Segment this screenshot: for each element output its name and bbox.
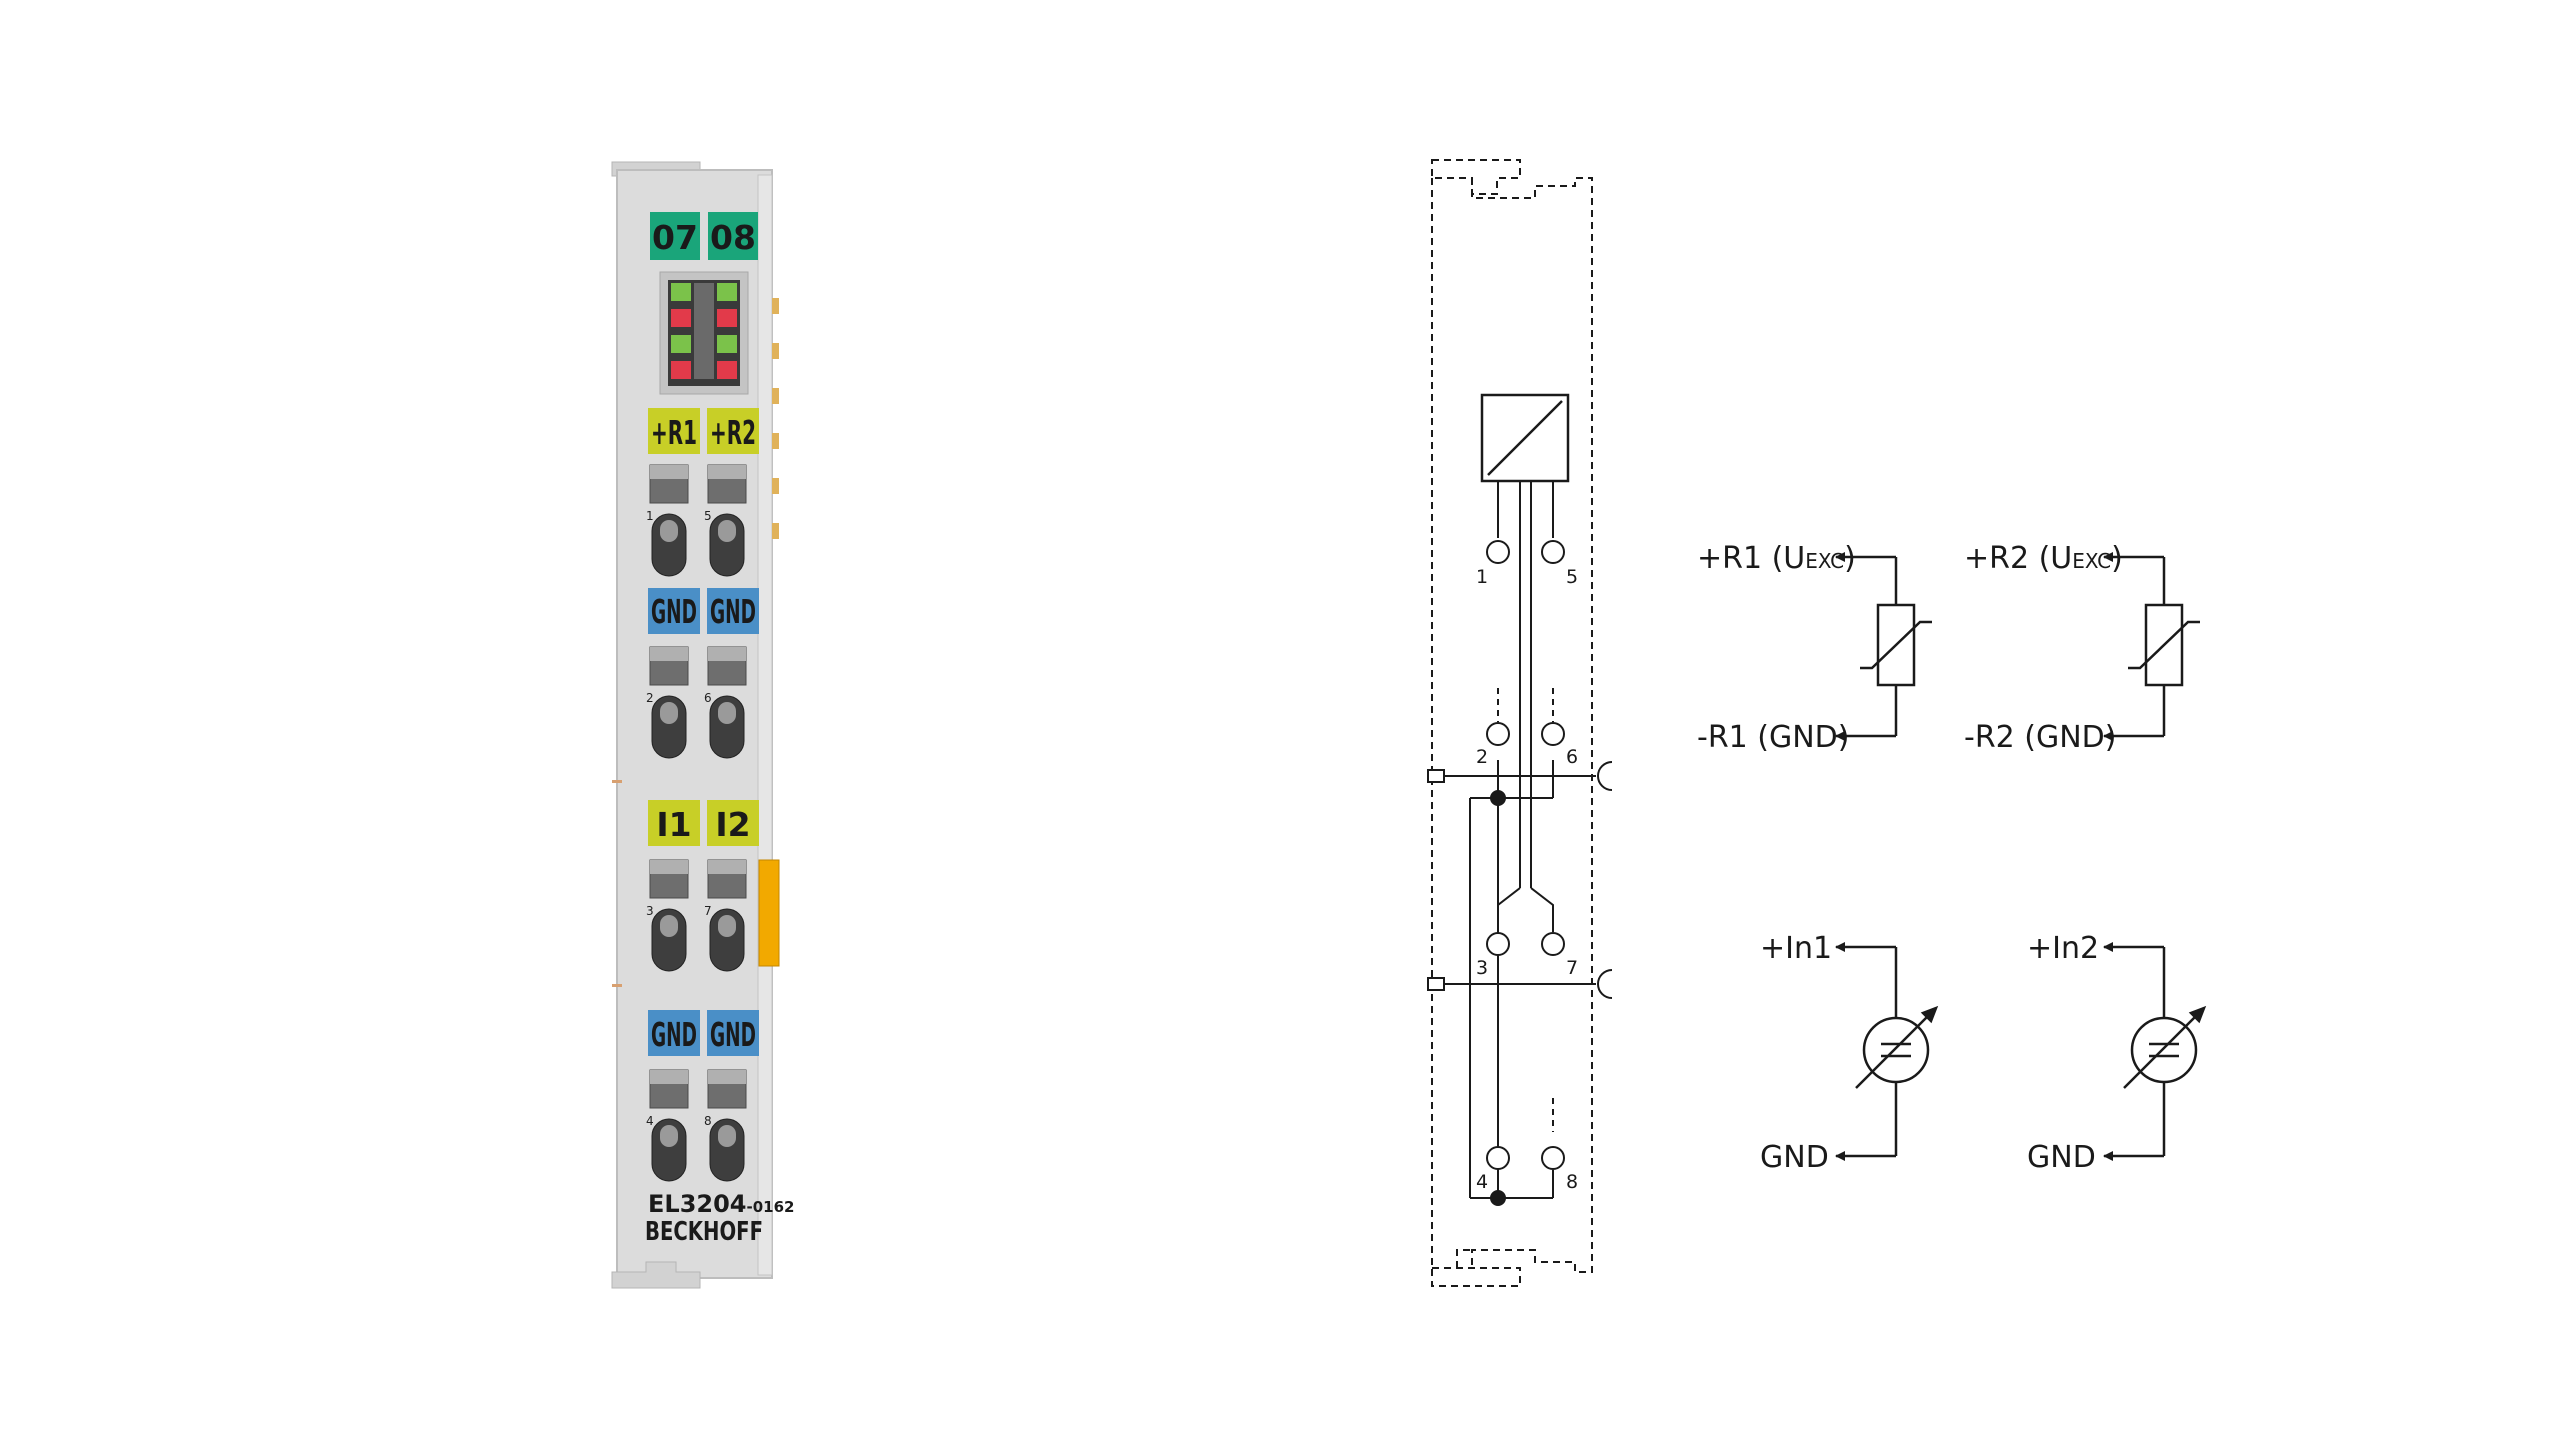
housing-tick-lower: [612, 984, 622, 987]
schematic-pin-numbers: 1 5 2 6 3 7 4 8: [1476, 566, 1578, 1193]
junction-dot-lower: [1490, 1190, 1506, 1206]
bottom-rail-clip: [611, 1261, 701, 1289]
current-source-symbol-2: [2103, 942, 2207, 1161]
schematic-terminal-5: [1541, 540, 1565, 564]
label-plus-r2: +R2: [710, 413, 756, 452]
terminal-pin-3: 3: [646, 904, 654, 918]
status-label-08: 08: [710, 218, 756, 257]
connection-legend: +R1 (UEXC) -R1 (GND) +R2 (UEXC) -R2 (GND…: [1697, 541, 2207, 1175]
led-green-2: [671, 335, 691, 353]
label-plus-r1: +R1: [651, 413, 697, 452]
pin-number-8: 8: [1566, 1171, 1578, 1193]
led-red-1: [671, 309, 691, 327]
status-label-row: 07 08: [650, 212, 758, 260]
label-gnd-6: GND: [710, 592, 756, 631]
pin-number-2: 2: [1476, 746, 1488, 768]
terminal-pin-6: 6: [704, 691, 712, 705]
led-red-5: [717, 309, 737, 327]
schematic-terminal-6: [1541, 722, 1565, 746]
side-contacts: [772, 298, 779, 539]
pin-number-5: 5: [1566, 566, 1578, 588]
terminal-pin-1: 1: [646, 509, 654, 523]
contact-row-2: 2 6: [646, 646, 747, 759]
contact-row-3: 3 7: [646, 859, 747, 972]
terminal-pin-8: 8: [704, 1114, 712, 1128]
housing-tick-upper: [612, 780, 622, 783]
led-green-6: [717, 335, 737, 353]
legend-minus-r1: -R1 (GND): [1697, 720, 1850, 755]
contact-row-4: 4 8: [646, 1069, 747, 1182]
status-label-07: 07: [652, 218, 698, 257]
legend-plus-r1: +R1 (UEXC): [1697, 541, 1856, 576]
terminal-pin-5: 5: [704, 509, 712, 523]
rtd-symbol-1: [1835, 552, 1932, 741]
legend-plus-in1: +In1: [1760, 931, 1832, 966]
contact-row-1: 1 5: [646, 464, 747, 577]
brand-logo: BECKHOFF: [645, 1217, 763, 1247]
terminal-pin-2: 2: [646, 691, 654, 705]
legend-minus-r2: -R2 (GND): [1964, 720, 2117, 755]
pin-number-6: 6: [1566, 746, 1578, 768]
led-block: [659, 271, 749, 395]
wiring-schematic: [1427, 159, 1613, 1287]
legend-plus-in2: +In2: [2027, 931, 2099, 966]
rtd-symbol-2: [2103, 552, 2200, 741]
pin-number-1: 1: [1476, 566, 1488, 588]
release-lever: [758, 859, 780, 967]
model-number: EL3204-0162: [648, 1190, 794, 1218]
schematic-terminal-7: [1541, 932, 1565, 956]
legend-gnd-in2: GND: [2027, 1140, 2096, 1175]
pin-number-4: 4: [1476, 1171, 1488, 1193]
label-gnd-8: GND: [710, 1015, 756, 1054]
terminal-pin-4: 4: [646, 1114, 654, 1128]
schematic-terminal-1: [1486, 540, 1510, 564]
label-i1: I1: [656, 805, 691, 844]
schematic-terminal-4: [1486, 1146, 1510, 1170]
terminal-outline: [1431, 159, 1593, 1287]
legend-plus-r2: +R2 (UEXC): [1964, 541, 2123, 576]
label-gnd-2: GND: [651, 592, 697, 631]
led-red-6: [717, 361, 737, 379]
isolator-box: [1480, 393, 1570, 483]
schematic-terminal-2: [1486, 722, 1510, 746]
terminal-side-strip: [757, 174, 773, 1276]
terminal-illustration: 07 08 +R1 +R2 GND GND I1: [611, 161, 794, 1289]
led-red-2: [671, 361, 691, 379]
led-green-5: [717, 283, 737, 301]
schematic-terminal-8: [1541, 1146, 1565, 1170]
label-gnd-4: GND: [651, 1015, 697, 1054]
led-green-1: [671, 283, 691, 301]
terminal-pin-7: 7: [704, 904, 712, 918]
junction-dot-upper: [1490, 790, 1506, 806]
pin-number-7: 7: [1566, 957, 1578, 979]
pin-number-3: 3: [1476, 957, 1488, 979]
current-source-symbol-1: [1835, 942, 1939, 1161]
schematic-terminal-3: [1486, 932, 1510, 956]
legend-gnd-in1: GND: [1760, 1140, 1829, 1175]
label-i2: I2: [715, 805, 750, 844]
